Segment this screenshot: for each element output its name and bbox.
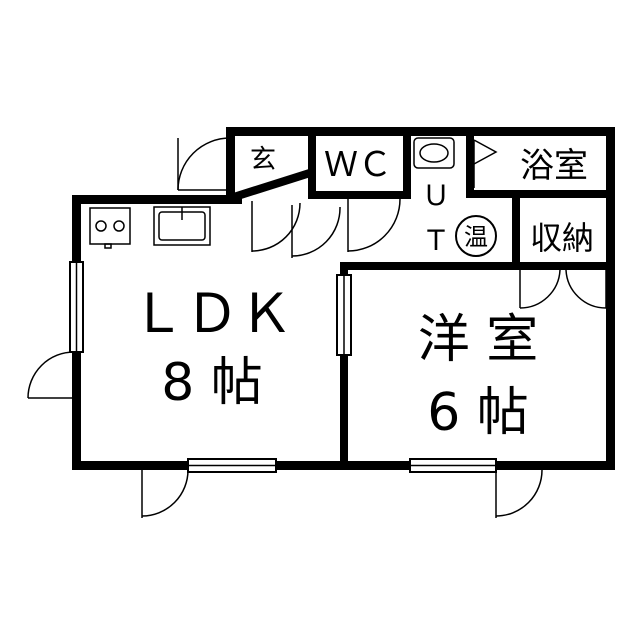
ldk-room-name: ＬＤＫ [131, 282, 293, 345]
ldk-room-size: 8 帖 [161, 353, 263, 413]
western-room-name: 洋 室 [418, 310, 539, 370]
wash-basin-icon [413, 137, 455, 169]
kitchen-sink-icon [153, 206, 211, 246]
utility-label-t: Ｔ [422, 224, 450, 257]
entrance-label: 玄 [250, 145, 276, 175]
utility-label-u: Ｕ [422, 179, 450, 212]
bathroom-label: 浴室 [520, 146, 588, 186]
storage-label: 収納 [530, 219, 594, 257]
two-burner-stove-icon [89, 207, 131, 249]
interior-walls [233, 131, 615, 470]
windows [69, 261, 497, 473]
water-heater-label: 温 [464, 223, 488, 251]
water-heater: 温 [455, 215, 497, 257]
western-room-size: 6 帖 [427, 383, 529, 443]
door-swings [27, 137, 607, 518]
wc-label: ＷＣ [324, 145, 392, 185]
